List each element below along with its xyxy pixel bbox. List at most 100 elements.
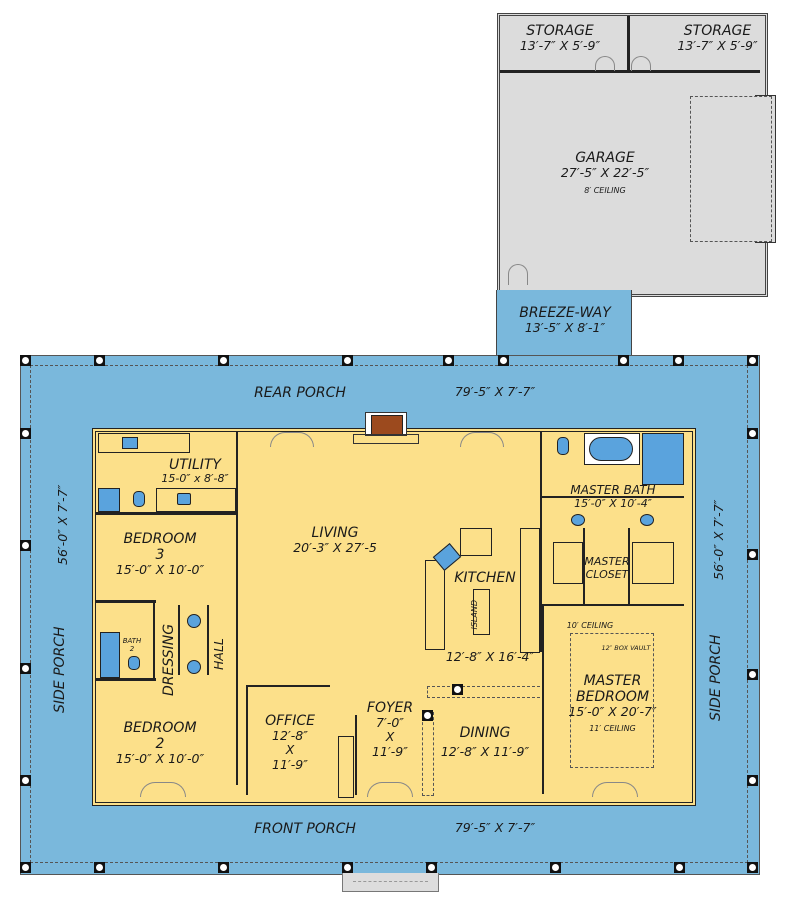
side-porch-right-dims: 56′-0″ X 7′-7″ [711, 485, 726, 595]
porch-name: REAR PORCH [254, 385, 346, 401]
side-porch-right-label: SIDE PORCH [708, 628, 724, 728]
island-label: ISLAND [470, 600, 490, 630]
fireplace-base [353, 434, 419, 444]
master-bath-label: MASTER BATH 15′-0″ X 10′-4″ [558, 483, 668, 510]
porch-post [618, 355, 629, 366]
room-number: 3 [155, 547, 165, 564]
dressing-label: DRESSING [161, 624, 177, 696]
porch-post [747, 549, 758, 560]
garage-door-bump [755, 95, 776, 243]
porch-post [747, 669, 758, 680]
sink-icon [187, 614, 201, 628]
room-name: BEDROOM [123, 531, 197, 547]
room-name: LIVING [311, 525, 359, 541]
room-length: 11′-9″ [272, 756, 308, 772]
room-name: HALL [211, 638, 226, 670]
master-porch-door[interactable] [592, 782, 638, 797]
porch-post [20, 862, 31, 873]
garage-entry-door[interactable] [508, 264, 528, 285]
porch-post [498, 355, 509, 366]
room-name: UTILITY [169, 457, 221, 473]
rear-porch-label: REAR PORCH [240, 385, 360, 401]
side-porch-left-dims: 56′-0″ X 7′-7″ [55, 470, 70, 580]
dining-label: DINING 12′-8″ X 11′-9″ [435, 725, 535, 759]
room-dims: 15′-0″ X 20′-7″ [568, 704, 657, 720]
room-name: MASTER [584, 555, 630, 568]
office-shelving [338, 736, 354, 798]
porch-post [747, 428, 758, 439]
wall [542, 496, 684, 498]
room-name: DRESSING [161, 623, 177, 696]
room-name: STORAGE [526, 23, 594, 39]
room-name: MASTER BATH [570, 483, 656, 497]
room-dims: 27′-5″ X 22′-5″ [560, 165, 650, 181]
porch-post [342, 862, 353, 873]
wall [540, 432, 542, 652]
room-name: GARAGE [575, 150, 635, 166]
rear-porch-dims: 79′-5″ X 7′-7″ [440, 384, 550, 399]
dining-column [422, 710, 433, 721]
room-name: STORAGE [683, 23, 752, 39]
porch-post [426, 862, 437, 873]
room-name: BREEZE-WAY [519, 305, 611, 321]
room-dims: 13′-5″ X 8′-1″ [524, 320, 606, 336]
room-dims: 15′-0″ X 10′-0″ [115, 751, 205, 767]
room-name: DINING [459, 725, 511, 741]
room-name: BATH [122, 637, 142, 645]
wall [236, 515, 238, 785]
porch-post [20, 355, 31, 366]
breezeway [496, 290, 632, 358]
porch-post [747, 355, 758, 366]
utility-label: UTILITY 15-0″ x 8′-8″ [150, 457, 240, 486]
ceiling-note: 8′ CEILING [584, 186, 626, 196]
ceiling-note: 11′ CEILING [589, 723, 636, 733]
porch-post [94, 862, 105, 873]
rear-french-door[interactable] [270, 432, 314, 447]
room-name: BEDROOM [123, 720, 197, 736]
ceiling-note-10: 10′ CEILING [560, 614, 620, 632]
office-label: OFFICE 12′-8″ X 11′-9″ [255, 713, 325, 772]
storage-divider-h [500, 70, 760, 73]
hall-label: HALL [211, 636, 226, 672]
foyer-label: FOYER 7′-0″ X 11′-9″ [360, 700, 420, 759]
front-steps [342, 873, 439, 892]
front-porch-label: FRONT PORCH [240, 821, 370, 837]
room-width: 7′-0″ [376, 715, 404, 731]
kitchen-counter-top [460, 528, 492, 556]
box-vault-outline [570, 633, 654, 768]
rear-french-door[interactable] [460, 432, 504, 447]
dining-column [452, 684, 463, 695]
porch-post [747, 775, 758, 786]
room-dims: 15-0″ x 8′-8″ [161, 472, 229, 486]
bedroom2-porch-door[interactable] [140, 782, 186, 797]
storage-divider-v [627, 16, 630, 72]
porch-edge-line [30, 365, 748, 863]
breezeway-label: BREEZE-WAY 13′-5″ X 8′-1″ [510, 305, 620, 335]
storage-door[interactable] [631, 56, 651, 71]
wall [96, 600, 156, 603]
room-width: 12′-8″ [272, 728, 308, 744]
garage-label: GARAGE 27′-5″ X 22′-5″ 8′ CEILING [540, 150, 670, 196]
side-porch-left-label: SIDE PORCH [52, 620, 68, 720]
storage-left-label: STORAGE 13′-7″ X 5′-9″ [505, 23, 615, 53]
storage-door[interactable] [595, 56, 615, 71]
wall [153, 600, 155, 680]
storage-right-label: STORAGE 13′-7″ X 5′-9″ [660, 23, 775, 53]
room-name: OFFICE [265, 713, 315, 729]
bathtub-icon [100, 632, 120, 678]
wall [178, 605, 180, 675]
porch-dims: 56′-0″ X 7′-7″ [55, 484, 70, 566]
vanity-counter [156, 488, 236, 512]
porch-post [443, 355, 454, 366]
porch-post [20, 540, 31, 551]
island-text: ISLAND [470, 600, 479, 630]
fireplace-icon [371, 415, 403, 435]
wall [542, 604, 684, 606]
front-porch-dims: 79′-5″ X 7′-7″ [440, 820, 550, 835]
shower-icon [642, 433, 684, 485]
wall [542, 604, 544, 794]
master-bedroom-label: MASTER BEDROOM 15′-0″ X 20′-7″ 11′ CEILI… [560, 673, 665, 733]
front-door[interactable] [367, 782, 413, 797]
room-dims: 13′-7″ X 5′-9″ [519, 38, 601, 54]
master-closet-label: MASTER CLOSET [582, 555, 632, 581]
